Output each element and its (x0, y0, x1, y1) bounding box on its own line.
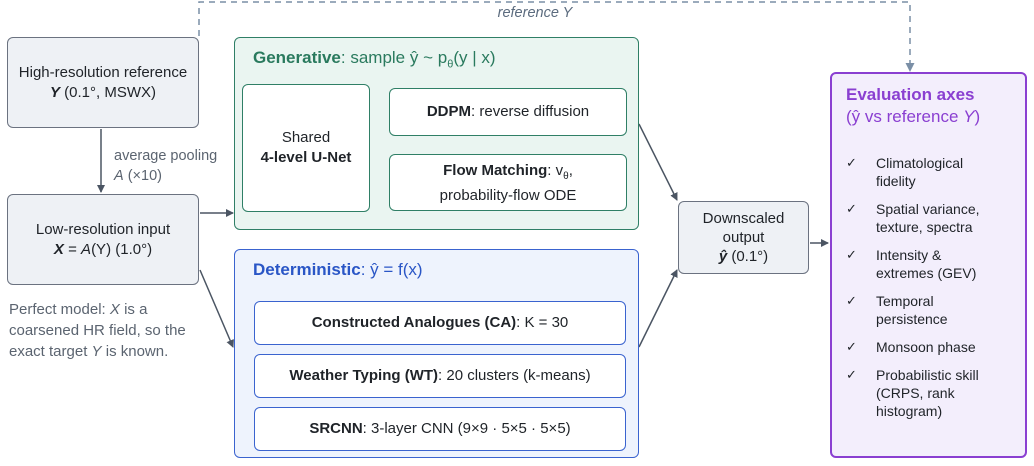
lr-to-deterministic-arrow (199, 269, 234, 348)
method-ca-detail: : K = 30 (516, 314, 569, 331)
unet-line-1: Shared (281, 129, 331, 146)
downscaled-output-box: Downscaled output ŷ (0.1°) (678, 201, 809, 274)
evaluation-item: ✓ Monsoon phase (846, 338, 996, 356)
unet-line-2: 4-level U-Net (260, 149, 352, 166)
pooling-op: A (114, 168, 124, 184)
method-srcnn-detail: : 3-layer CNN (9×9 · 5×5 · 5×5) (362, 420, 571, 437)
evaluation-list: ✓ Climatological fidelity ✓ Spatial varian… (846, 154, 996, 430)
check-icon: ✓ (846, 155, 857, 170)
lr-arg: (Y) (91, 240, 112, 258)
evaluation-item-text: Probabilistic skill (CRPS, rank histogra… (876, 367, 979, 419)
method-ca-box: Constructed Analogues (CA): K = 30 (254, 301, 626, 345)
hr-var: Y (49, 83, 60, 101)
shared-unet-box: Shared 4-level U-Net (242, 84, 370, 212)
pooling-text: average pooling (114, 148, 218, 164)
check-icon: ✓ (846, 367, 857, 382)
evaluation-item: ✓ Spatial variance, texture, spectra (846, 200, 996, 236)
evaluation-heading: Evaluation axes (846, 85, 975, 104)
pooling-op-line: A (×10) (114, 166, 217, 186)
lr-func: A (81, 240, 92, 258)
method-wt-name: Weather Typing (WT) (289, 367, 439, 384)
ddpm-desc: : reverse diffusion (471, 103, 590, 120)
note-line-2: coarsened HR field, so the (9, 322, 186, 339)
output-line-2: output (722, 229, 765, 246)
method-srcnn-name: SRCNN (309, 420, 363, 437)
deterministic-title: Deterministic: ŷ = f(x) (253, 260, 423, 279)
lr-detail: X = A(Y) (1.0°) (54, 240, 152, 260)
generative-title: Generative: sample ŷ ~ pθ(y | x) (253, 48, 496, 71)
fm-desc: : v (547, 161, 564, 179)
evaluation-item-text: Spatial variance, texture, spectra (876, 201, 980, 235)
low-resolution-input-box: Low-resolution input X = A(Y) (1.0°) (7, 194, 199, 285)
flow-matching-box: Flow Matching: vθ, probability-flow ODE (389, 154, 627, 211)
evaluation-subtitle: (ŷ vs reference Y) (846, 107, 981, 126)
pooling-label: average pooling A (×10) (114, 146, 217, 186)
evaluation-item: ✓ Intensity & extremes (GEV) (846, 246, 996, 282)
evaluation-axes-panel: Evaluation axes (ŷ vs reference Y) ✓ Clim… (830, 72, 1027, 458)
hr-title: High-resolution reference (18, 63, 188, 81)
evaluation-item-text: Monsoon phase (876, 339, 976, 355)
evaluation-item-text: Intensity & extremes (GEV) (876, 247, 977, 281)
output-line-1: Downscaled (702, 210, 785, 227)
output-line-3: ŷ (0.1°) (718, 248, 769, 265)
evaluation-item-text: Climatological fidelity (876, 155, 964, 189)
lr-title: Low-resolution input (35, 220, 171, 238)
high-resolution-reference-box: High-resolution reference Y (0.1°, MSWX) (7, 37, 199, 128)
check-icon: ✓ (846, 339, 857, 354)
check-icon: ✓ (846, 293, 857, 308)
method-wt-detail: : 20 clusters (k-means) (438, 367, 591, 384)
generative-to-output-arrow (638, 123, 678, 201)
evaluation-item: ✓ Temporal persistence (846, 292, 996, 328)
evaluation-item: ✓ Climatological fidelity (846, 154, 996, 190)
lr-var: X (53, 240, 64, 258)
pooling-factor: (×10) (127, 168, 162, 184)
hr-res: (0.1°, MSWX) (64, 83, 157, 101)
hr-detail: Y (0.1°, MSWX) (50, 83, 156, 103)
deterministic-to-output-arrow (638, 269, 678, 348)
method-ca-name: Constructed Analogues (CA) (311, 314, 517, 331)
note-line-1: Perfect model: X is a (9, 301, 148, 318)
evaluation-title: Evaluation axes (ŷ vs reference Y) (846, 84, 980, 128)
check-icon: ✓ (846, 201, 857, 216)
perfect-model-note: Perfect model: X is a coarsened HR field… (9, 299, 186, 362)
evaluation-item-text: Temporal persistence (876, 293, 948, 327)
fm-line-2: probability-flow ODE (439, 186, 577, 204)
lr-eq: = (68, 240, 82, 258)
reference-label: reference Y (497, 5, 573, 21)
fm-name: Flow Matching (443, 161, 548, 179)
note-line-3: exact target Y is known. (9, 343, 169, 360)
check-icon: ✓ (846, 247, 857, 262)
ddpm-box: DDPM: reverse diffusion (389, 88, 627, 136)
method-srcnn-box: SRCNN: 3-layer CNN (9×9 · 5×5 · 5×5) (254, 407, 626, 451)
evaluation-item: ✓ Probabilistic skill (CRPS, rank histogr… (846, 366, 996, 420)
ddpm-name: DDPM (426, 103, 472, 120)
lr-res: (1.0°) (115, 240, 153, 258)
method-wt-box: Weather Typing (WT): 20 clusters (k-mean… (254, 354, 626, 398)
